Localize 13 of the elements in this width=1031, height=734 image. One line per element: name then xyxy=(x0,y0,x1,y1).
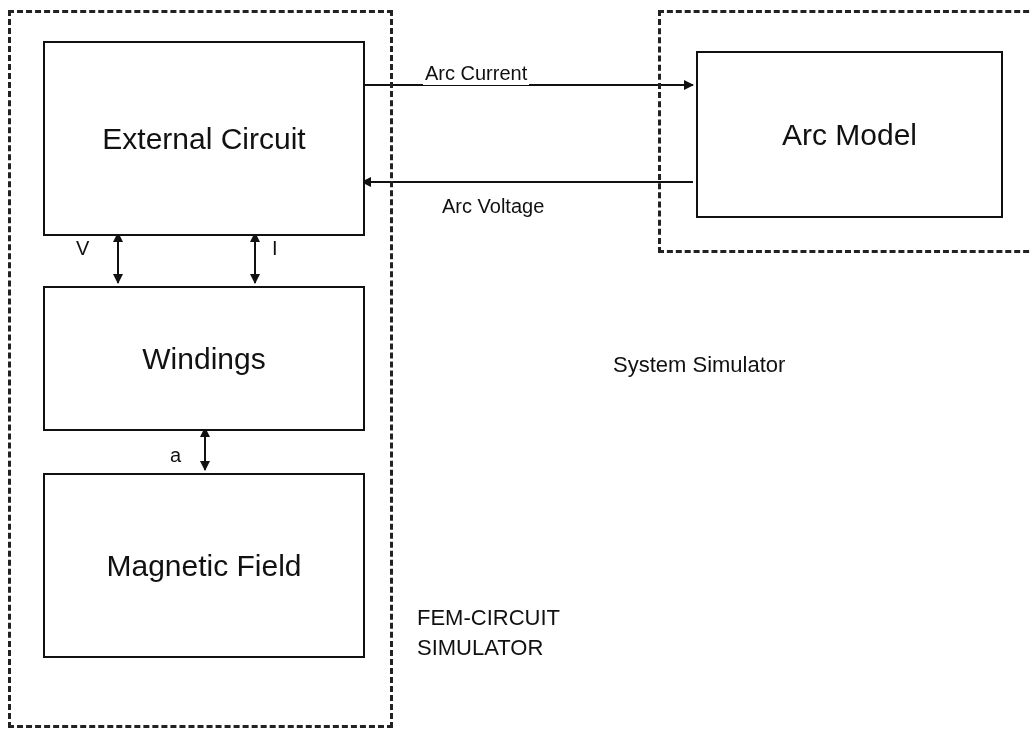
box-label: Arc Model xyxy=(781,117,917,153)
edge-label: Arc Voltage xyxy=(440,195,547,218)
box-label: External Circuit xyxy=(102,121,306,157)
box-label: Windings xyxy=(142,341,266,377)
dashed-group-border xyxy=(8,10,393,728)
dashed-group-border xyxy=(658,10,1031,253)
box-label: Magnetic Field xyxy=(106,548,302,584)
group-caption: FEM-CIRCUIT SIMULATOR xyxy=(417,604,561,662)
process-box xyxy=(43,41,365,236)
process-box xyxy=(43,286,365,431)
process-box xyxy=(696,51,1003,218)
process-box xyxy=(43,473,365,658)
system-label: System Simulator xyxy=(613,352,786,378)
